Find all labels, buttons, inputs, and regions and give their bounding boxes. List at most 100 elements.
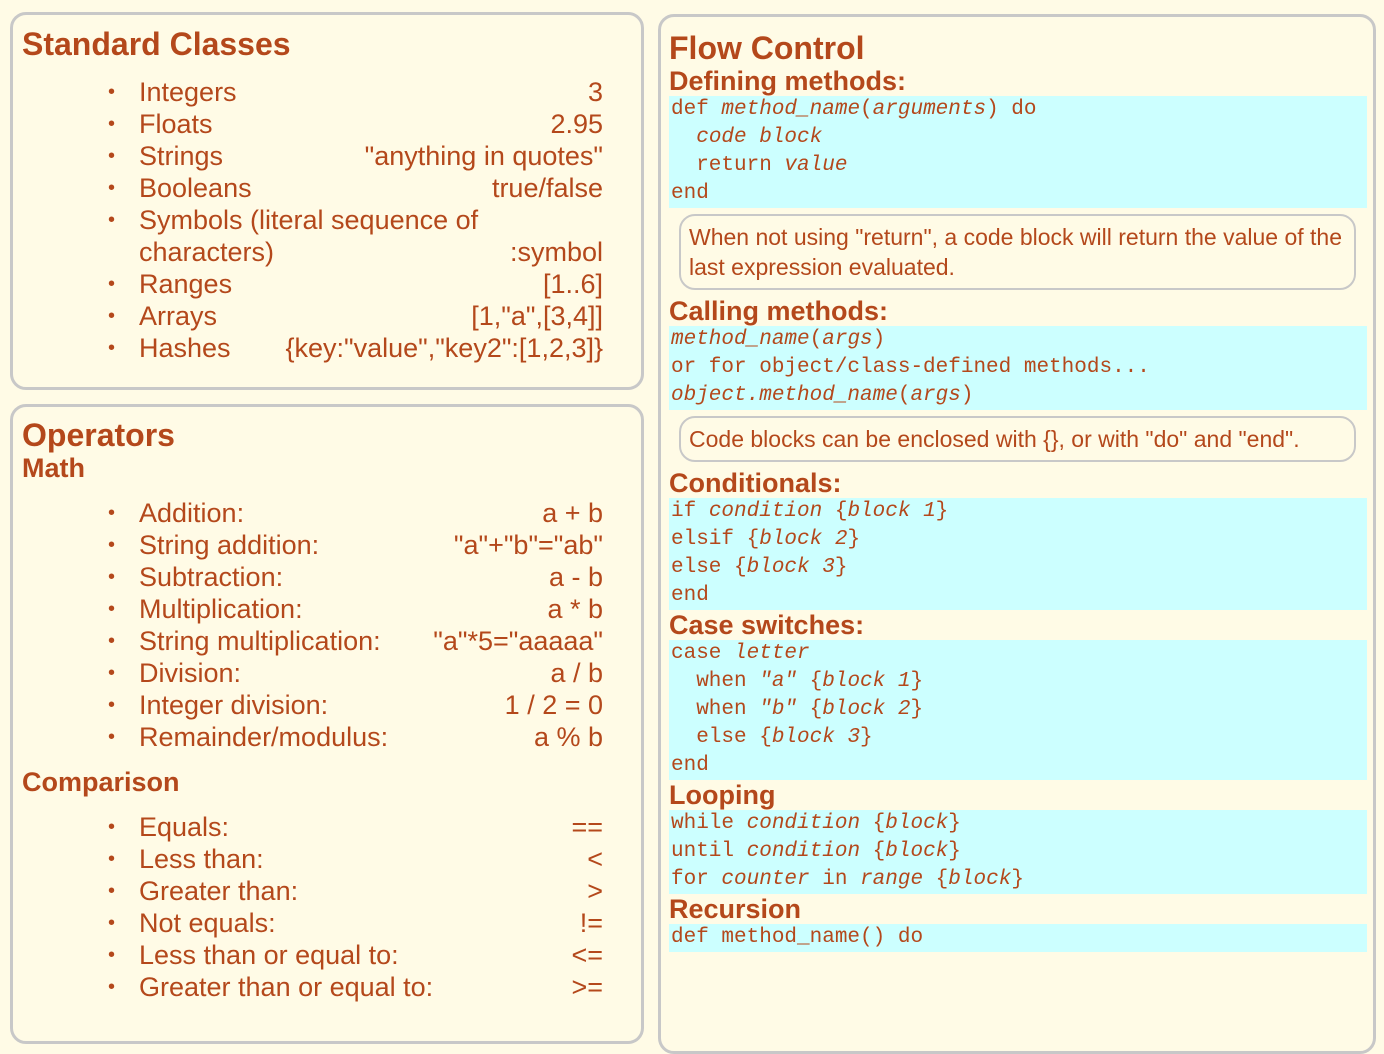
- list-item: •Division:a / b: [22, 657, 641, 689]
- code-line: case letter: [671, 642, 810, 665]
- flow-control-title: Flow Control: [669, 30, 865, 66]
- bullet-icon: •: [108, 337, 116, 359]
- item-value: <: [587, 844, 603, 874]
- code-line: def method_name() do: [671, 926, 924, 949]
- bullet-icon: •: [108, 598, 116, 620]
- bullet-icon: •: [108, 976, 116, 998]
- code-line: if condition {block 1}: [671, 500, 949, 523]
- item-label: Addition:: [139, 498, 245, 528]
- item-value: >: [587, 876, 603, 906]
- list-item: •String multiplication:"a"*5="aaaaa": [22, 625, 641, 657]
- recursion-heading: Recursion: [669, 894, 802, 924]
- list-item: • Greater than: >: [22, 875, 641, 907]
- case-switches-heading: Case switches:: [669, 610, 865, 640]
- list-item: • Booleans true/false: [22, 172, 641, 204]
- code-line: while condition {block}: [671, 812, 961, 835]
- bullet-icon: •: [108, 273, 116, 295]
- item-value: a % b: [533, 722, 603, 752]
- bullet-icon: •: [108, 726, 116, 748]
- bullet-icon: •: [108, 944, 116, 966]
- code-line: object.method_name(args): [671, 384, 974, 407]
- flow-control-panel: Flow Control Defining methods: def metho…: [658, 14, 1376, 1054]
- bullet-icon: •: [108, 848, 116, 870]
- calling-methods-code: method_name(args)or for object/class-def…: [669, 326, 1367, 410]
- item-value: a * b: [547, 594, 603, 624]
- comparison-heading: Comparison: [22, 767, 180, 797]
- list-item: • Strings "anything in quotes": [22, 140, 641, 172]
- item-label: Greater than:: [139, 876, 299, 906]
- item-label: Equals:: [139, 812, 230, 842]
- code-line: elsif {block 2}: [671, 528, 861, 551]
- bullet-icon: •: [108, 630, 116, 652]
- item-label: Strings: [139, 141, 224, 171]
- item-value: 3: [587, 77, 603, 107]
- list-item: •Less than or equal to:<=: [22, 939, 641, 971]
- item-label: Ranges: [139, 269, 233, 299]
- standard-classes-title: Standard Classes: [22, 26, 291, 62]
- item-value: :symbol: [509, 237, 603, 267]
- bullet-icon: •: [108, 502, 116, 524]
- defining-methods-code: def method_name(arguments) do code block…: [669, 96, 1367, 208]
- item-label: Hashes: [139, 333, 231, 363]
- item-value: [1,"a",[3,4]]: [471, 301, 603, 331]
- list-item: • Arrays [1,"a",[3,4]]: [22, 300, 641, 332]
- case-switches-code: case letter when "a" {block 1} when "b" …: [669, 640, 1367, 780]
- item-value: true/false: [491, 173, 603, 203]
- looping-heading: Looping: [669, 780, 776, 810]
- item-label: Integer division:: [139, 690, 329, 720]
- item-value: 2.95: [550, 109, 603, 139]
- item-label: Subtraction:: [139, 562, 284, 592]
- bullet-icon: •: [108, 880, 116, 902]
- bullet-icon: •: [108, 177, 116, 199]
- item-label: Not equals:: [139, 908, 276, 938]
- item-label: Floats: [139, 109, 213, 139]
- recursion-code: def method_name() do: [669, 924, 1367, 952]
- bullet-icon: •: [108, 145, 116, 167]
- list-item: •Multiplication:a * b: [22, 593, 641, 625]
- item-label: Arrays: [139, 301, 218, 331]
- item-value: {key:"value","key2":[1,2,3]}: [285, 333, 603, 363]
- code-line: when "b" {block 2}: [671, 698, 924, 721]
- item-value: [1..6]: [542, 269, 603, 299]
- list-item: •Less than:<: [22, 843, 641, 875]
- code-line: end: [671, 182, 709, 205]
- bullet-icon: •: [108, 209, 116, 231]
- code-line: code block: [696, 126, 823, 149]
- code-line: method_name(args): [671, 328, 886, 351]
- item-value: <=: [571, 940, 603, 970]
- code-line: else {block 3}: [671, 556, 848, 579]
- item-value: "anything in quotes": [364, 141, 603, 171]
- code-line: or for object/class-defined methods...: [671, 356, 1150, 379]
- item-label: Integers: [139, 77, 237, 107]
- code-line: for counter in range {block}: [671, 868, 1024, 891]
- item-label: Remainder/modulus:: [139, 722, 389, 752]
- code-line: until condition {block}: [671, 840, 961, 863]
- list-item: •Integer division:1 / 2 = 0: [22, 689, 641, 721]
- list-item: •String addition:"a"+"b"="ab": [22, 529, 641, 561]
- list-item: •Addition:a + b: [22, 497, 641, 529]
- comparison-operators-list: •Equals:==•Less than:<•Greater than:>•No…: [22, 811, 641, 1003]
- bullet-icon: •: [108, 305, 116, 327]
- list-item: • Remainder/modulus: a % b: [22, 721, 641, 753]
- calling-methods-heading: Calling methods:: [669, 296, 889, 326]
- item-label: Greater than or equal to:: [139, 972, 434, 1002]
- code-line: def method_name(arguments) do: [671, 98, 1037, 121]
- calling-methods-note: Code blocks can be enclosed with {}, or …: [679, 416, 1356, 462]
- conditionals-code: if condition {block 1} elsif {block 2} els…: [669, 498, 1367, 610]
- item-value: "a"*5="aaaaa": [433, 626, 603, 656]
- item-label: String addition:: [139, 530, 320, 560]
- bullet-icon: •: [108, 694, 116, 716]
- code-line: return value: [671, 154, 848, 177]
- bullet-icon: •: [108, 662, 116, 684]
- bullet-icon: •: [108, 912, 116, 934]
- item-label: Booleans: [139, 173, 252, 203]
- code-line: else {block 3}: [671, 726, 873, 749]
- looping-code: while condition {block} until condition {…: [669, 810, 1367, 894]
- item-value: a - b: [548, 562, 603, 592]
- operators-panel: Operators Math •Addition:a + b•String ad…: [10, 404, 644, 1044]
- defining-methods-note: When not using "return", a code block wi…: [679, 214, 1356, 290]
